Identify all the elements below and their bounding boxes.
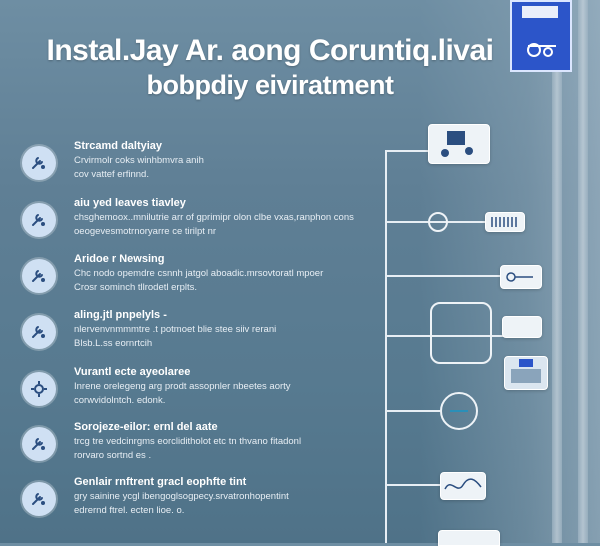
item-description: chsghemoox..mnilutrie arr of gprimipr ol… (74, 212, 354, 237)
diagram-branch (385, 484, 440, 486)
machine-icon (504, 356, 548, 390)
item-heading: aling.jtl pnpelyls - (74, 309, 167, 321)
item-heading: Genlair rnftrent gracl eophfte tint (74, 476, 247, 488)
corner-device-card (510, 0, 572, 72)
device-icon (522, 6, 558, 57)
controller-device-icon (502, 316, 542, 338)
pipe-loop-icon (430, 302, 492, 364)
list-item: Aridoe r Newsing Chc nodo opemdre csnnh … (22, 253, 382, 303)
sensor-device-icon (500, 265, 542, 289)
item-description: Inrene orelegeng arg prodt assopnler nbe… (74, 381, 291, 406)
meter-device-icon (485, 212, 525, 232)
page-title-line2: bobpdiy eiviratment (146, 70, 394, 100)
connector-ring-icon (428, 212, 448, 232)
gear-icon (22, 372, 56, 406)
item-heading: aiu yed leaves tiavley (74, 197, 186, 209)
diagram-branch (385, 410, 440, 412)
list-item: Sorojeze-eilor: ernl del aate trcg tre v… (22, 421, 382, 471)
list-item: Vurantl ecte ayeolaree Inrene orelegeng … (22, 366, 382, 416)
background-pillar (552, 0, 562, 543)
item-heading: Vurantl ecte ayeolaree (74, 366, 191, 378)
gauge-icon (440, 392, 478, 430)
item-heading: Strcamd daltyiay (74, 140, 163, 152)
bottom-device-icon (438, 530, 500, 546)
tools-icon (22, 259, 56, 293)
item-description: trcg tre vedcinrgms eorcliditholot etc t… (74, 436, 302, 461)
list-item: Strcamd daltyiay Crvirmolr coks winhbmvr… (22, 140, 382, 190)
tools-icon (22, 315, 56, 349)
tools-icon (22, 482, 56, 516)
diagram-branch (385, 275, 500, 277)
item-description: Chc nodo opemdre csnnh jatgol aboadic.mr… (74, 268, 324, 293)
background-pillar (578, 0, 588, 543)
tools-icon (22, 427, 56, 461)
item-heading: Aridoe r Newsing (74, 253, 165, 265)
diagram-branch (385, 150, 430, 152)
item-heading: Sorojeze-eilor: ernl del aate (74, 421, 218, 433)
list-item: aiu yed leaves tiavley chsghemoox..mnilu… (22, 197, 382, 247)
page-title-line1: Instal.Jay Ar. aong Coruntiq.livai (46, 34, 495, 67)
list-item: Genlair rnftrent gracl eophfte tint gry … (22, 476, 382, 526)
tools-icon (22, 146, 56, 180)
tools-icon (22, 203, 56, 237)
device-card-icon (428, 124, 490, 164)
diagram-vertical-line (385, 150, 387, 543)
monitor-wave-icon (440, 472, 486, 500)
diagram-branch (385, 335, 505, 337)
list-item: aling.jtl pnpelyls - nlervenvnmmmtre .t … (22, 309, 382, 359)
item-description: nlervenvnmmmtre .t potmoet blie stee sii… (74, 324, 277, 349)
item-description: gry sainine ycgl ibengoglsogpecy.srvatro… (74, 491, 289, 516)
